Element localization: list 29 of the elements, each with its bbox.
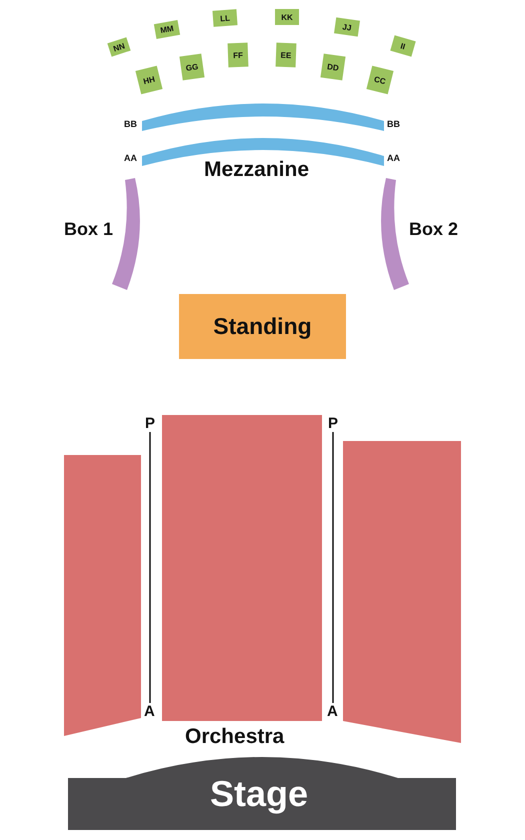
row-label: AA	[124, 154, 137, 163]
seating-section: KK	[275, 9, 299, 25]
row-label: P	[328, 416, 338, 431]
seating-section	[64, 455, 141, 736]
row-label: A	[327, 704, 338, 719]
section-label: Mezzanine	[204, 159, 310, 180]
seating-section: FF	[228, 42, 248, 68]
seating-section: MM	[154, 20, 180, 39]
seating-section: LL	[212, 9, 238, 27]
seating-section: NN	[107, 37, 131, 57]
row-label: BB	[124, 120, 137, 129]
seating-section: HH	[135, 66, 163, 94]
row-label: A	[144, 704, 155, 719]
seating-section	[162, 415, 322, 721]
standing-area: Standing	[179, 294, 346, 359]
seating-section: EE	[276, 42, 296, 68]
row-label: P	[145, 416, 156, 431]
seating-section: CC	[366, 66, 394, 94]
section-label: Box 1	[64, 220, 114, 238]
seating-section	[343, 441, 461, 743]
section-label: Orchestra	[185, 726, 284, 747]
seating-section: II	[390, 35, 416, 57]
seating-section: GG	[179, 54, 205, 80]
row-label: BB	[387, 120, 400, 129]
seating-section: JJ	[334, 17, 360, 37]
stage-label: Stage	[210, 776, 308, 812]
seating-section: DD	[320, 54, 346, 80]
row-label: AA	[387, 154, 400, 163]
section-label: Box 2	[409, 220, 458, 238]
